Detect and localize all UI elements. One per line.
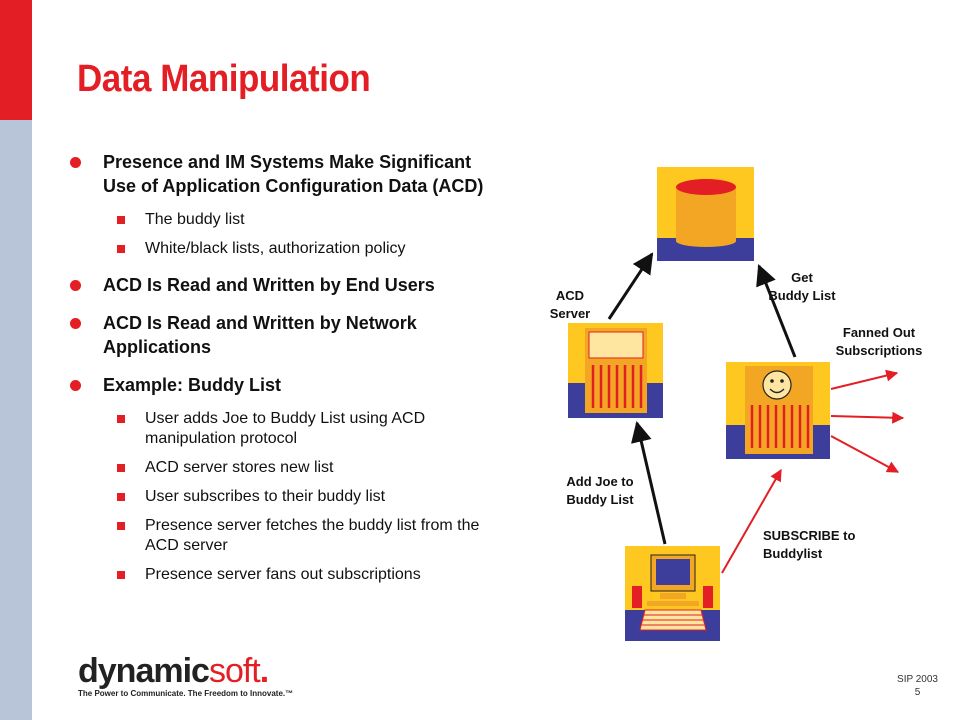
bullet-list: Presence and IM Systems Make Significant… <box>68 150 488 599</box>
sub-bullet-text: The buddy list <box>145 211 245 228</box>
label-line: ACD <box>555 288 585 303</box>
logo-word-soft: soft <box>208 652 261 690</box>
smiley-server-icon <box>726 362 830 459</box>
label-line: Buddy List <box>768 288 836 303</box>
label-line: SUBSCRIBE to <box>763 528 856 543</box>
sub-bullet-text: User adds Joe to Buddy List using ACD ma… <box>145 410 426 447</box>
logo-wordmark: dynamicsoft. <box>78 652 293 691</box>
label-subscribe: SUBSCRIBE to Buddylist <box>763 527 893 563</box>
arrow-subscribe <box>721 468 782 574</box>
bullet-dot <box>70 318 81 329</box>
bullet-text: Example: Buddy List <box>103 375 282 395</box>
square-bullet <box>117 571 125 579</box>
label-line: Get <box>791 270 813 285</box>
label-line: Fanned Out <box>842 325 916 340</box>
sub-bullet-text: Presence server fans out subscriptions <box>145 566 421 583</box>
square-bullet <box>117 522 125 530</box>
square-bullet <box>117 493 125 501</box>
square-bullet <box>117 216 125 224</box>
slide-footer: SIP 2003 5 <box>897 673 938 699</box>
square-bullet <box>117 245 125 253</box>
slide-title: Data Manipulation <box>77 58 371 100</box>
computer-icon <box>625 546 720 641</box>
footer-label: SIP 2003 <box>897 674 938 685</box>
sub-bullet: User subscribes to their buddy list <box>103 487 488 507</box>
bullet-example: Example: Buddy List User adds Joe to Bud… <box>68 373 488 585</box>
sub-bullet: Presence server fans out subscriptions <box>103 565 488 585</box>
arrow-acd-to-database <box>607 252 654 320</box>
sub-bullet: ACD server stores new list <box>103 458 488 478</box>
label-acd-server: ACD Server <box>535 287 605 323</box>
sub-bullet: User adds Joe to Buddy List using ACD ma… <box>103 409 488 449</box>
arrow-fanout-1 <box>830 369 899 390</box>
bullet-dot <box>70 280 81 291</box>
server-icon <box>568 323 663 418</box>
bullet-end-users: ACD Is Read and Written by End Users <box>68 273 488 297</box>
arrow-fanout-3 <box>830 435 900 473</box>
sub-bullet: Presence server fetches the buddy list f… <box>103 516 488 556</box>
arrow-fanout-2 <box>830 411 905 424</box>
bullet-text: ACD Is Read and Written by Network Appli… <box>103 313 417 357</box>
label-line: Add Joe to <box>566 474 634 489</box>
accent-bar-bottom <box>0 120 32 720</box>
label-get-buddy-list: Get Buddy List <box>752 269 852 305</box>
bullet-dot <box>70 380 81 391</box>
label-line: Buddylist <box>763 546 823 561</box>
bullet-text: Presence and IM Systems Make Significant… <box>103 152 484 196</box>
label-line: Buddy List <box>566 492 634 507</box>
square-bullet <box>117 415 125 423</box>
sub-bullet: White/black lists, authorization policy <box>103 239 488 259</box>
label-fanned-out: Fanned Out Subscriptions <box>820 324 938 360</box>
sub-bullet-text: White/black lists, authorization policy <box>145 240 406 257</box>
square-bullet <box>117 464 125 472</box>
sub-bullet: The buddy list <box>103 210 488 230</box>
arrow-get-buddy-list <box>756 264 797 358</box>
page-number: 5 <box>914 687 921 698</box>
label-line: Subscriptions <box>835 343 923 358</box>
logo-tagline: The Power to Communicate. The Freedom to… <box>78 689 294 698</box>
sub-bullet-text: ACD server stores new list <box>145 459 334 476</box>
sub-bullet-text: User subscribes to their buddy list <box>145 488 386 505</box>
bullet-text: ACD Is Read and Written by End Users <box>103 275 435 295</box>
label-add-joe: Add Joe to Buddy List <box>550 473 650 509</box>
accent-bar-top <box>0 0 32 120</box>
logo-word-main: dynamic <box>78 652 210 690</box>
sub-bullet-text: Presence server fetches the buddy list f… <box>145 517 480 554</box>
bullet-dot <box>70 157 81 168</box>
arrow-add-joe <box>631 420 667 545</box>
logo-dot: . <box>259 652 270 690</box>
bullet-acd-usage: Presence and IM Systems Make Significant… <box>68 150 488 259</box>
label-line: Server <box>549 306 591 321</box>
company-logo: dynamicsoft. The Power to Communicate. T… <box>78 652 293 698</box>
bullet-network-apps: ACD Is Read and Written by Network Appli… <box>68 311 488 359</box>
database-icon <box>657 167 754 261</box>
